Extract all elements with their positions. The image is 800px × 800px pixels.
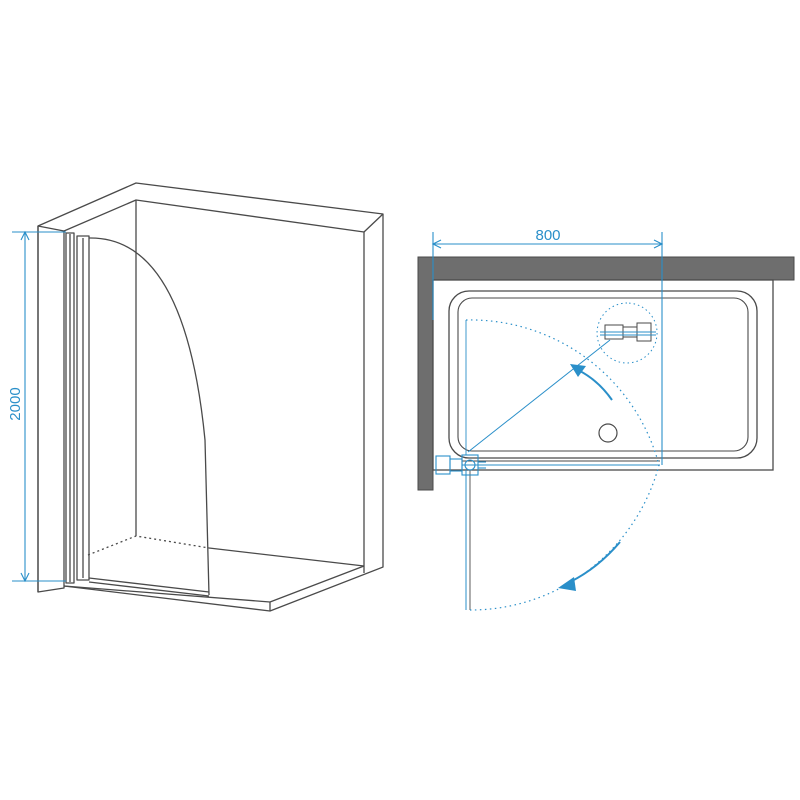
tray-back-edge (208, 547, 365, 567)
screen-diagonal-line (467, 339, 611, 453)
height-dimension (12, 230, 66, 583)
tray-outer (432, 279, 774, 471)
width-dim-right-arrow (653, 239, 664, 249)
height-dim-top-arrow (20, 230, 30, 241)
shower-tray (63, 565, 365, 611)
side-wall-edge (363, 213, 384, 233)
width-dim-label: 800 (535, 227, 560, 244)
hinge-bar (76, 235, 90, 581)
tray-hidden-edge (87, 535, 210, 556)
detail-circle (596, 302, 658, 364)
swing-arrow-up-head (570, 364, 586, 377)
tray-basin-outer (448, 290, 758, 459)
swing-arrow-down-head (558, 577, 576, 591)
wall-profile (65, 232, 75, 584)
perspective-view (37, 182, 384, 612)
width-dimension (431, 232, 664, 465)
swing-arrow-down-icon (569, 541, 621, 583)
hinge-detail-icon (600, 322, 656, 342)
wall-hinge-icon (435, 454, 486, 476)
back-wall-outline (37, 182, 384, 612)
glass-bottom-edge (88, 577, 210, 597)
swing-arc (465, 319, 660, 611)
back-wall-inner-top (63, 199, 365, 573)
swing-arrow-up-icon (577, 369, 613, 401)
height-dim-bottom-arrow (20, 572, 30, 583)
height-dim-label: 2000 (7, 387, 24, 420)
curved-glass-edge (88, 237, 210, 596)
tray-basin-inner (457, 297, 749, 452)
width-dim-left-arrow (431, 239, 442, 249)
drain-icon (598, 423, 618, 443)
plan-view: 800 (417, 227, 795, 611)
left-wall-panel (37, 225, 65, 593)
